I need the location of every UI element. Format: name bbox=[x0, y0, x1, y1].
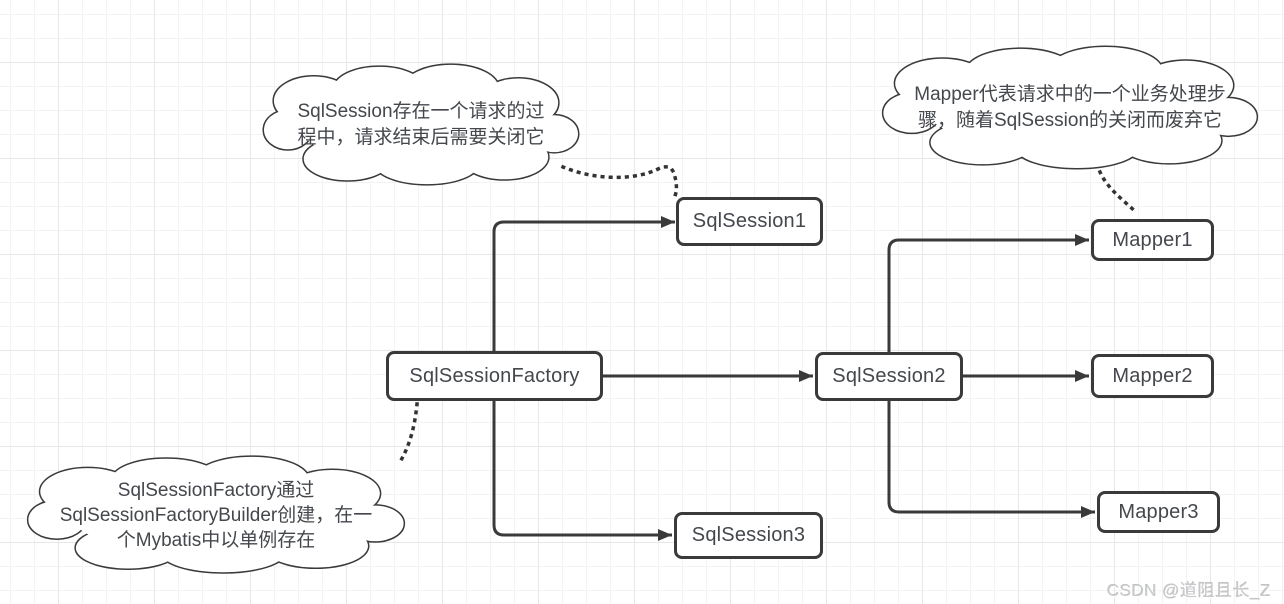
cloud-outline bbox=[26, 455, 406, 575]
node-label: SqlSession2 bbox=[832, 365, 946, 387]
arrow-factory-to-session1 bbox=[492, 216, 675, 351]
csdn-watermark: CSDN @道阻且长_Z bbox=[1107, 581, 1271, 600]
arrow-factory-to-session3 bbox=[492, 401, 672, 541]
node-mapper2: Mapper2 bbox=[1091, 354, 1214, 398]
cloud-outline bbox=[881, 45, 1259, 170]
cloud-text-line: SqlSession存在一个请求的过 bbox=[297, 101, 545, 122]
cloud-text-line: Mapper代表请求中的一个业务处理步 bbox=[914, 84, 1226, 105]
node-label: Mapper1 bbox=[1112, 228, 1193, 251]
cloud-text-line: SqlSessionFactoryBuilder创建，在一 bbox=[59, 504, 373, 526]
cloud-mapper-note-text: Mapper代表请求中的一个业务处理步 骤，随着SqlSession的关闭而废弃… bbox=[881, 44, 1259, 172]
cloud-text-line: 程中，请求结束后需要关闭它 bbox=[297, 127, 545, 148]
node-sqlsession3: SqlSession3 bbox=[674, 512, 823, 559]
node-mapper3: Mapper3 bbox=[1097, 491, 1220, 533]
dotted-link-factory-note-to-factory bbox=[397, 402, 419, 465]
node-sqlsession1: SqlSession1 bbox=[676, 197, 823, 246]
cloud-factory-note: SqlSessionFactory通过 SqlSessionFactoryBui… bbox=[26, 454, 406, 576]
node-label: Mapper2 bbox=[1112, 364, 1193, 387]
cloud-text-line: 个Mybatis中以单例存在 bbox=[116, 529, 316, 551]
cloud-text-line: 骤，随着SqlSession的关闭而废弃它 bbox=[917, 110, 1223, 131]
cloud-mapper-note: Mapper代表请求中的一个业务处理步 骤，随着SqlSession的关闭而废弃… bbox=[881, 44, 1259, 172]
node-label: SqlSession1 bbox=[692, 210, 807, 232]
arrow-session2-to-mapper1 bbox=[887, 234, 1089, 352]
node-sqlsession2: SqlSession2 bbox=[815, 352, 963, 401]
arrow-session2-to-mapper3 bbox=[887, 401, 1095, 518]
dotted-link-mapper-note-to-mapper1 bbox=[1097, 169, 1140, 216]
node-mapper1: Mapper1 bbox=[1091, 219, 1214, 261]
node-sqlsessionfactory: SqlSessionFactory bbox=[386, 351, 603, 401]
node-label: SqlSession3 bbox=[691, 524, 806, 546]
dotted-link-sqlsession-note-to-session1 bbox=[560, 164, 679, 199]
cloud-text-line: SqlSessionFactory通过 bbox=[117, 479, 315, 501]
node-label: SqlSessionFactory bbox=[409, 364, 580, 387]
node-label: Mapper3 bbox=[1118, 500, 1199, 523]
cloud-sqlsession-note-text: SqlSession存在一个请求的过 程中，请求结束后需要关闭它 bbox=[262, 62, 580, 188]
cloud-factory-note-text: SqlSessionFactory通过 SqlSessionFactoryBui… bbox=[26, 454, 406, 576]
cloud-sqlsession-note: SqlSession存在一个请求的过 程中，请求结束后需要关闭它 bbox=[262, 62, 580, 188]
cloud-outline bbox=[262, 63, 580, 186]
